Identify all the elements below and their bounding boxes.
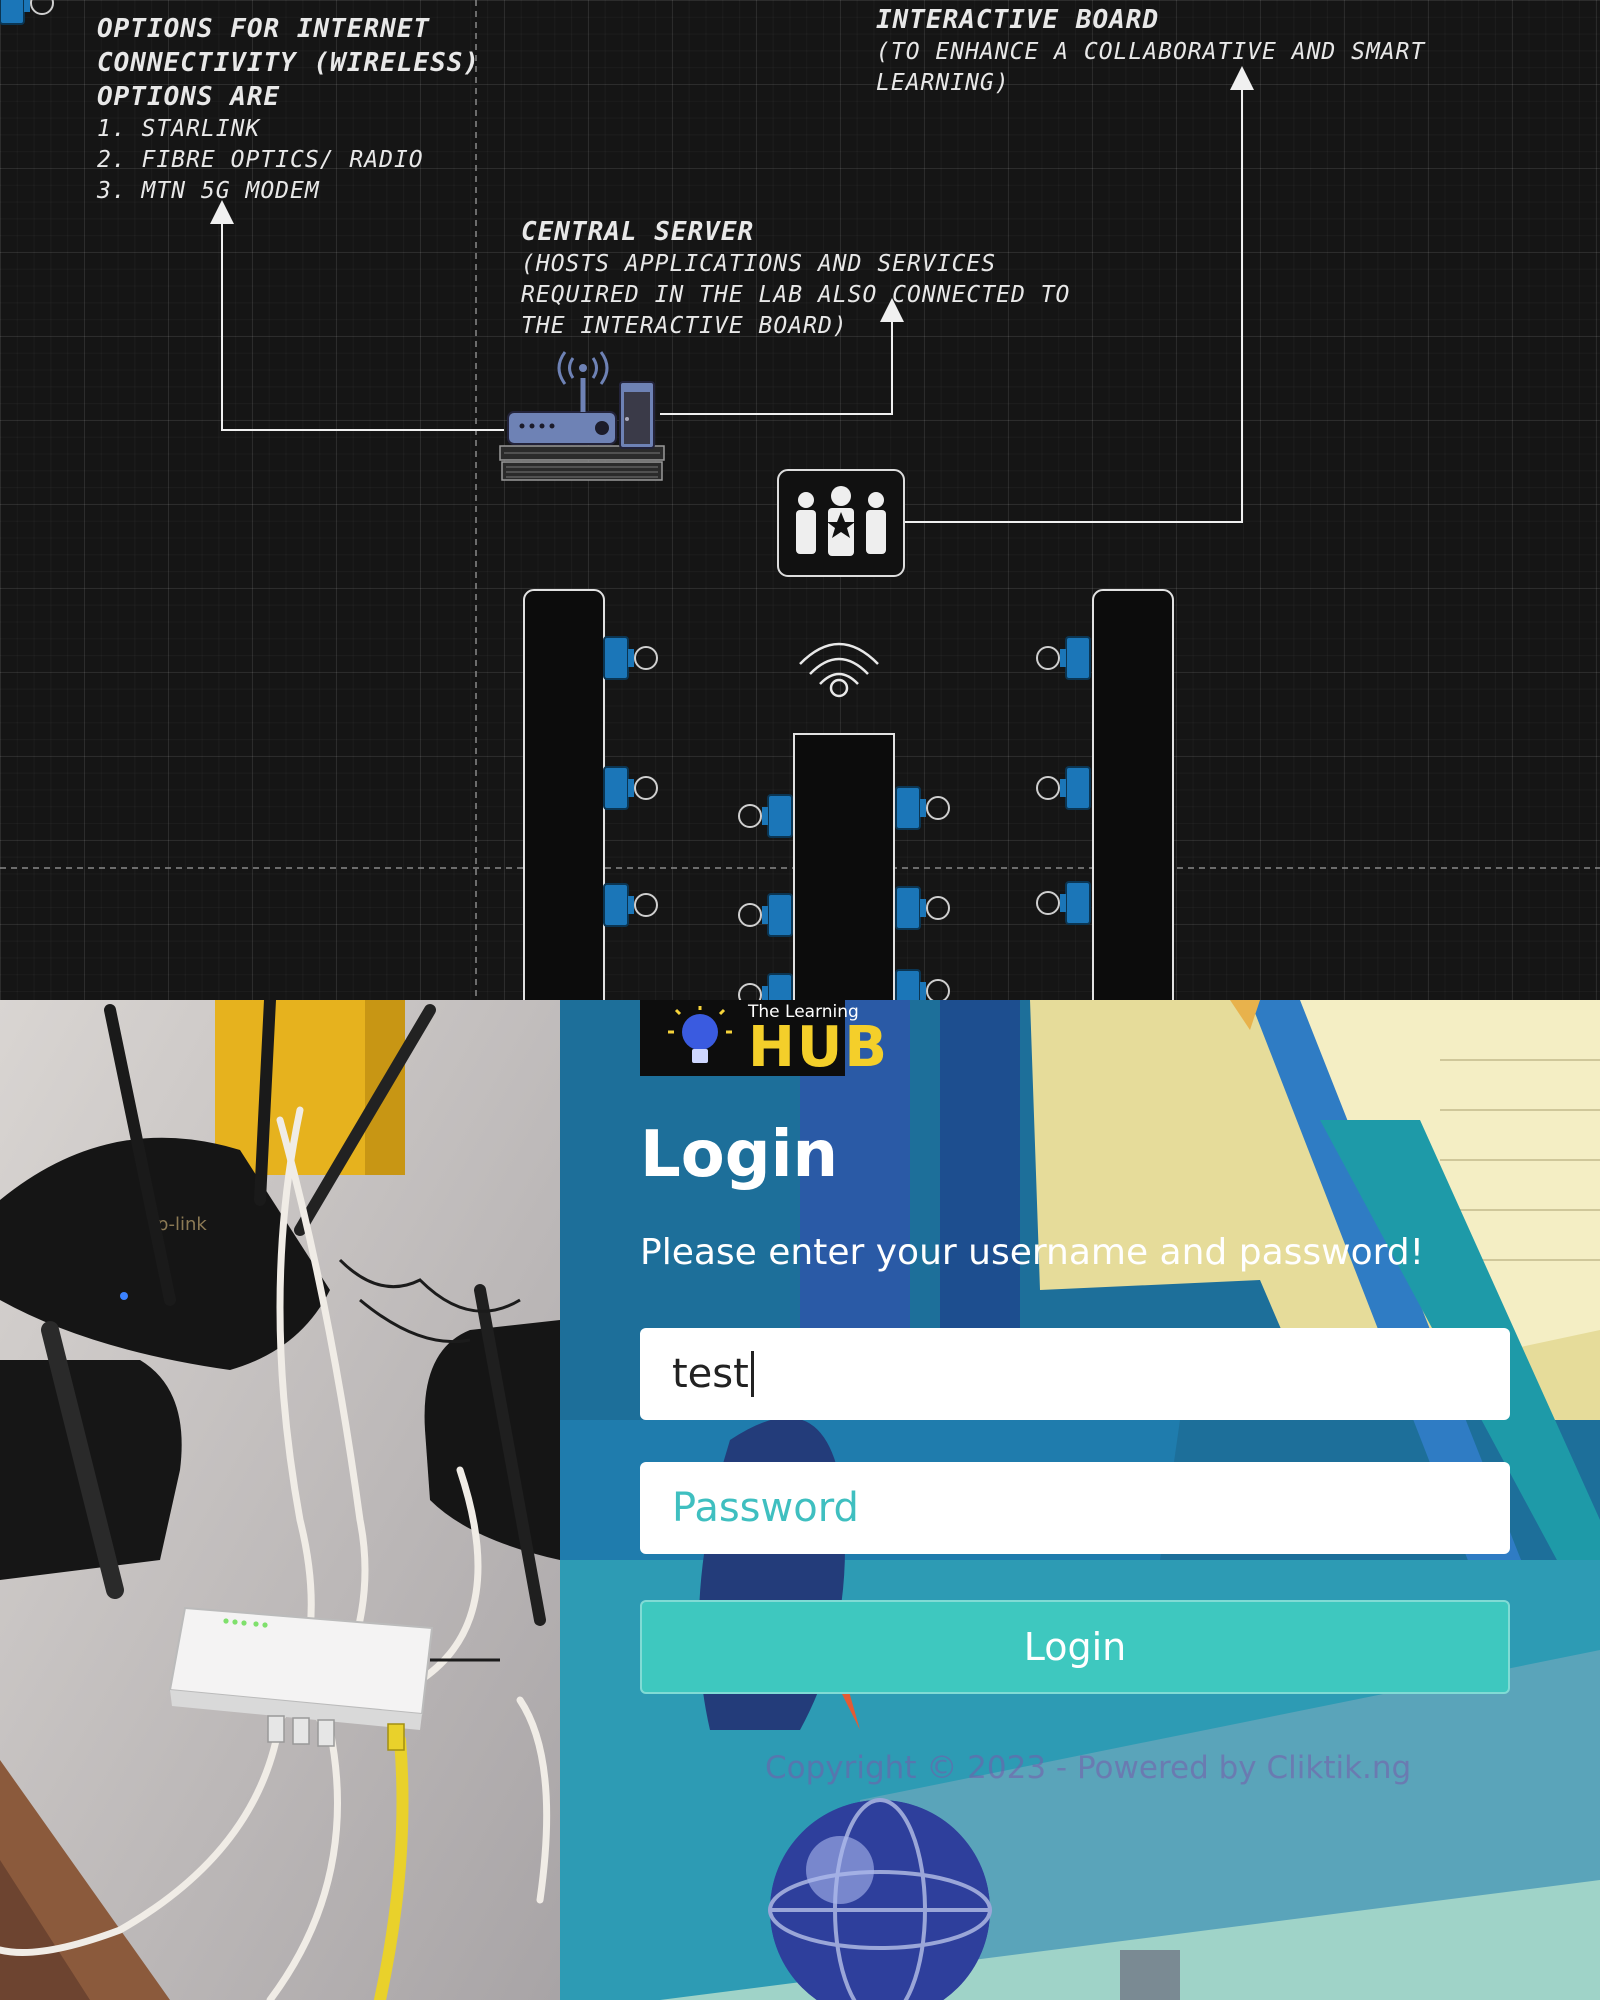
interactive-board-line: (TO ENHANCE A COLLABORATIVE AND SMART [876,39,1426,65]
wireless-router-icon [499,351,665,481]
interactive-board-note: INTERACTIVE BOARD (TO ENHANCE A COLLABOR… [876,3,1425,99]
login-screen: The Learning HUB Login Please enter your… [560,1000,1600,2000]
internet-heading-line: OPTIONS FOR INTERNET [97,14,431,44]
internet-option-item: 2. FIBRE OPTICS/ RADIO [97,147,424,173]
learning-hub-logo: The Learning HUB [640,1000,887,1076]
central-server-line: REQUIRED IN THE LAB ALSO CONNECTED TO [521,282,1071,308]
wireless-router-photo: tp-link [0,1000,436,1370]
interactive-board-line: LEARNING) [876,70,1010,96]
internet-heading-line: OPTIONS ARE [97,82,281,112]
workstation-desk-center [793,733,895,1000]
copyright-footer: Copyright © 2023 - Powered by Cliktik.ng [765,1750,1412,1786]
login-instructions: Please enter your username and password! [640,1232,1425,1273]
lightbulb-icon [668,1006,732,1063]
server-tower-icon [619,381,655,449]
internet-option-item: 1. STARLINK [97,116,261,142]
password-placeholder: Password [672,1485,859,1531]
workstation-desk-right [1092,589,1174,1000]
internet-connector [210,200,504,431]
computer-icon [0,0,54,25]
network-switch-photo [168,1606,434,1730]
central-server-line: (HOSTS APPLICATIONS AND SERVICES [521,251,997,277]
router-setup-illustration: tp-link [0,1000,560,2000]
board-connector [904,66,1254,523]
login-button[interactable]: Login [640,1600,1510,1694]
group-team-icon [777,469,905,577]
internet-options-note: OPTIONS FOR INTERNET CONNECTIVITY (WIREL… [97,12,480,207]
internet-option-item: 3. MTN 5G MODEM [97,178,320,204]
wifi-icon [799,642,879,698]
hardware-photo: tp-link [0,1000,560,2000]
logo-wordmark: HUB [748,1015,890,1080]
central-server-heading: CENTRAL SERVER [521,217,755,247]
server-connector [660,298,904,415]
password-field[interactable]: Password [640,1462,1510,1554]
username-value: test [672,1351,749,1397]
page-title: Login [640,1118,839,1192]
username-field[interactable]: test [640,1328,1510,1420]
internet-heading-line: CONNECTIVITY (WIRELESS) [97,48,481,78]
diagram-connectors [0,0,1600,1000]
logo-tagline: The Learning [748,1002,859,1022]
network-diagram: OPTIONS FOR INTERNET CONNECTIVITY (WIREL… [0,0,1600,1000]
central-server-note: CENTRAL SERVER (HOSTS APPLICATIONS AND S… [521,215,1070,342]
central-server-line: THE INTERACTIVE BOARD) [521,313,848,339]
interactive-board-heading: INTERACTIVE BOARD [876,5,1160,35]
text-caret [750,1351,754,1397]
router-brand: tp-link [150,1214,207,1235]
